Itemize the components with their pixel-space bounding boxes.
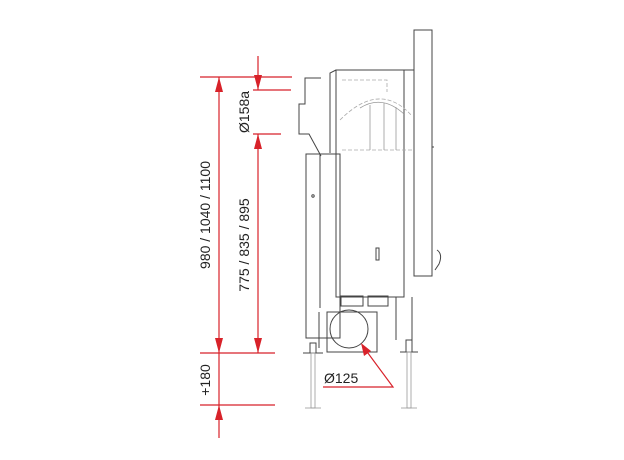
- label-flue-diameter: Ø158a: [236, 91, 252, 133]
- fireplace-outline: [298, 29, 442, 409]
- adjustable-foot-right: [400, 339, 418, 409]
- label-leg-extension: +180: [197, 364, 213, 396]
- dimension-total-height: [200, 76, 292, 354]
- label-air-inlet-diameter: Ø125: [324, 370, 358, 386]
- dimension-body-height: [254, 134, 262, 353]
- dimension-air-inlet: [323, 343, 395, 388]
- dimension-leg-extension: [200, 353, 275, 438]
- adjustable-foot-left: [303, 342, 323, 409]
- dimension-flue: [253, 56, 291, 135]
- label-body-height: 775 / 835 / 895: [236, 198, 252, 292]
- label-total-height: 980 / 1040 / 1100: [197, 161, 213, 269]
